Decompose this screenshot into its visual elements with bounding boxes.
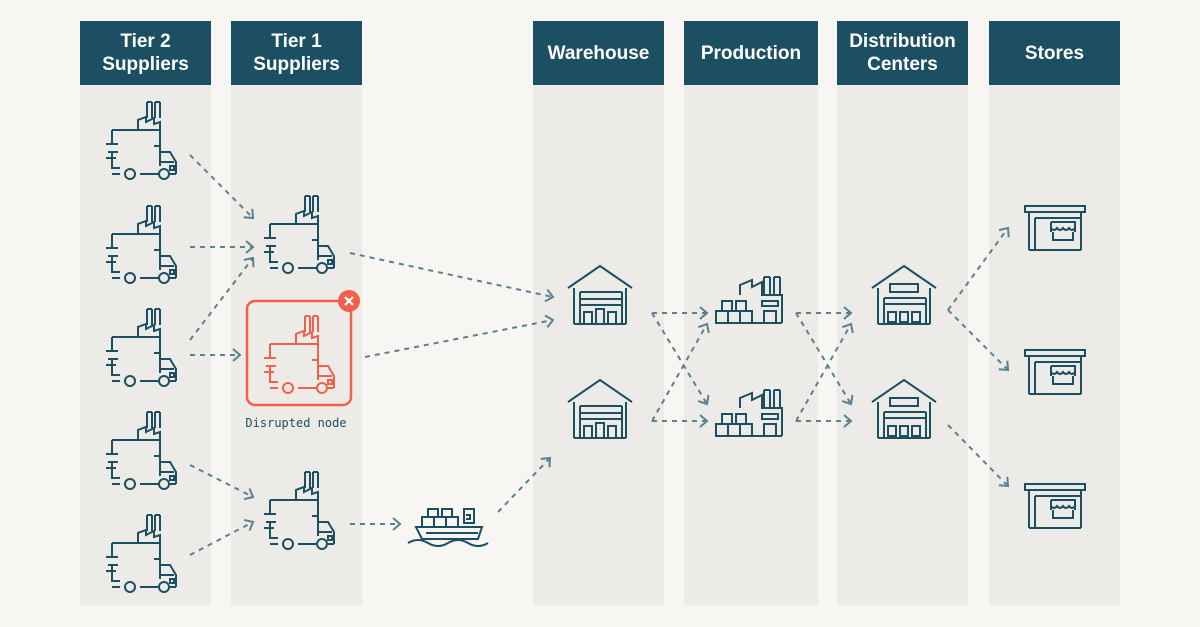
flow-connector (349, 252, 554, 298)
arrowhead-icon (245, 240, 254, 254)
tier2-supplier-icon-4 (105, 411, 177, 490)
flow-connector (795, 312, 852, 405)
flow-connector (651, 323, 708, 422)
tier2-supplier-icon-1 (105, 101, 177, 180)
flow-connector (189, 257, 254, 341)
column-tier1-suppliers: Tier 1 Suppliers (231, 21, 362, 605)
store-icon-3 (1024, 483, 1086, 529)
disrupted-node-label: Disrupted node (245, 416, 347, 430)
cargo-ship-icon (407, 508, 489, 547)
column-header-tier2: Tier 2 Suppliers (80, 21, 211, 85)
flow-connector (189, 154, 254, 219)
tier2-supplier-icon-2 (105, 205, 177, 284)
tier2-supplier-icon-3 (105, 308, 177, 387)
warehouse-icon-1 (567, 265, 633, 325)
column-distribution-centers: Distribution Centers (837, 21, 968, 605)
arrowhead-icon (243, 515, 257, 532)
column-header-tier1: Tier 1 Suppliers (231, 21, 362, 85)
warehouse-icon-2 (567, 379, 633, 439)
store-icon-2 (1024, 349, 1086, 395)
tier1-supplier-icon-3 (263, 471, 335, 550)
arrowhead-icon (998, 223, 1014, 239)
tier1-supplier-disrupted-icon (263, 315, 335, 394)
column-header-production: Production (684, 21, 818, 85)
flow-connector (189, 464, 254, 498)
flow-connector (364, 319, 554, 358)
disrupted-node-frame[interactable] (245, 299, 353, 407)
column-warehouse: Warehouse (533, 21, 664, 605)
arrowhead-icon (242, 207, 259, 224)
tier1-supplier-icon-1 (263, 195, 335, 274)
flow-connector (497, 457, 551, 513)
flow-connector (947, 424, 1009, 487)
column-header-warehouse: Warehouse (533, 21, 664, 85)
flow-connector (947, 309, 1009, 371)
arrowhead-icon (243, 487, 257, 504)
column-header-distribution-centers: Distribution Centers (837, 21, 968, 85)
arrowhead-icon (242, 253, 259, 269)
flow-connector (947, 227, 1009, 311)
flow-connector (795, 323, 852, 422)
disrupted-close-icon[interactable] (338, 290, 360, 312)
store-icon-1 (1024, 205, 1086, 251)
flow-connector (651, 312, 708, 405)
production-factory-icon-2 (715, 389, 783, 437)
production-factory-icon-1 (715, 276, 783, 324)
arrowhead-icon (841, 320, 858, 335)
distribution-center-icon-2 (871, 379, 937, 439)
column-header-stores: Stores (989, 21, 1120, 85)
flow-connector (189, 521, 254, 556)
distribution-center-icon-1 (871, 265, 937, 325)
tier2-supplier-icon-5 (105, 514, 177, 593)
arrowhead-icon (697, 320, 714, 335)
